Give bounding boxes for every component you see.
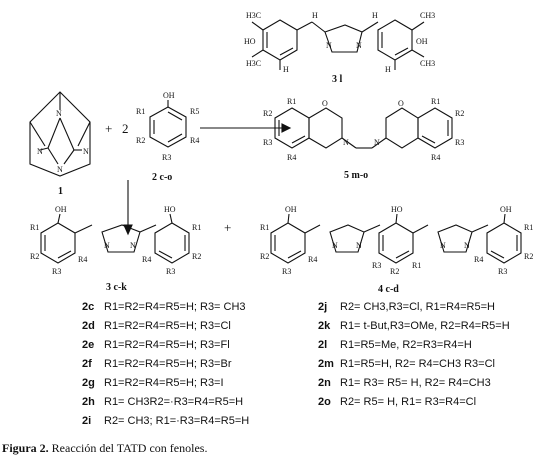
atom-ho: HO: [244, 37, 256, 46]
atom-n: N: [326, 41, 332, 50]
compound-3l-structure: [251, 19, 425, 70]
compound-4-structure: [270, 213, 522, 264]
atom-h: H: [372, 11, 378, 20]
atom-o: O: [322, 99, 328, 108]
atom-oh: OH: [55, 205, 67, 214]
atom-r1: R1: [287, 97, 296, 106]
atom-n: N: [332, 241, 338, 250]
atom-n: N: [374, 138, 380, 147]
atom-r2: R2: [260, 252, 269, 261]
atom-r2: R2: [455, 109, 464, 118]
atom-r4: R4: [142, 255, 151, 264]
atom-o: O: [398, 99, 404, 108]
atom-r1: R1: [136, 107, 145, 116]
reaction-scheme: N N N N OH R1 R5 R2 R4 R3 H3C H HO H3C H…: [29, 11, 533, 295]
tatd-structure: [29, 91, 91, 177]
atom-n: N: [83, 147, 89, 156]
atom-r3: R3: [455, 138, 464, 147]
atom-r3: R3: [263, 138, 272, 147]
atom-r3: R3: [372, 261, 381, 270]
atom-r4: R4: [78, 255, 87, 264]
atom-r1: R1: [192, 223, 201, 232]
atom-oh: OH: [500, 205, 512, 214]
atom-n: N: [343, 138, 349, 147]
phenol-structure: [149, 100, 187, 148]
atom-r2: R2: [30, 252, 39, 261]
atom-h: H: [385, 65, 391, 74]
atom-r4: R4: [308, 255, 317, 264]
atom-r2: R2: [136, 136, 145, 145]
atom-n: N: [440, 241, 446, 250]
atom-r1: R1: [431, 97, 440, 106]
atom-h: H: [312, 11, 318, 20]
caption-text: Reacción del TATD con fenoles.: [48, 441, 208, 455]
atom-r2: R2: [192, 252, 201, 261]
atom-r2: R2: [524, 252, 533, 261]
atom-r1: R1: [524, 223, 533, 232]
atom-oh: OH: [285, 205, 297, 214]
atom-ch3: CH3: [420, 59, 435, 68]
compound-label-5: 5 m-o: [344, 170, 368, 181]
atom-h3c: H3C: [246, 59, 261, 68]
compound-label-3l: 3 l: [332, 74, 343, 85]
atom-n: N: [57, 165, 63, 174]
stoichiometry-coefficient: 2: [122, 121, 129, 136]
atom-ch3: CH3: [420, 11, 435, 20]
atom-n: N: [356, 241, 362, 250]
compound-5-structure: [274, 107, 453, 149]
compound-label-1: 1: [58, 186, 63, 197]
atom-h3c: H3C: [246, 11, 261, 20]
plus-sign: +: [224, 220, 231, 235]
atom-r5: R5: [190, 107, 199, 116]
atom-r3: R3: [166, 267, 175, 276]
compound-label-4: 4 c-d: [378, 284, 399, 295]
atom-r3: R3: [498, 267, 507, 276]
atom-r4: R4: [287, 153, 296, 162]
compound-label-3: 3 c-k: [106, 282, 127, 293]
atom-n: N: [104, 241, 110, 250]
atom-r1: R1: [260, 223, 269, 232]
atom-r4: R4: [190, 136, 199, 145]
figure-caption: Figura 2. Reacción del TATD con fenoles.: [2, 441, 207, 456]
atom-r2: R2: [263, 109, 272, 118]
atom-n: N: [56, 109, 62, 118]
atom-oh: OH: [416, 37, 428, 46]
atom-n: N: [37, 147, 43, 156]
plus-sign: +: [105, 121, 112, 136]
atom-ho: HO: [391, 205, 403, 214]
atom-ho: HO: [164, 205, 176, 214]
atom-r1: R1: [412, 261, 421, 270]
atom-r3: R3: [282, 267, 291, 276]
atom-oh: OH: [163, 91, 175, 100]
atom-r3: R3: [52, 267, 61, 276]
atom-n: N: [356, 41, 362, 50]
compound-3-structure: [40, 213, 190, 264]
atom-n: N: [464, 241, 470, 250]
caption-label: Figura 2.: [2, 441, 49, 455]
atom-n: N: [130, 241, 136, 250]
compound-label-2: 2 c-o: [152, 172, 172, 183]
atom-h: H: [283, 65, 289, 74]
atom-r4: R4: [431, 153, 440, 162]
atom-r1: R1: [30, 223, 39, 232]
atom-r4: R4: [474, 255, 483, 264]
atom-r2: R2: [390, 267, 399, 276]
atom-r3: R3: [162, 153, 171, 162]
